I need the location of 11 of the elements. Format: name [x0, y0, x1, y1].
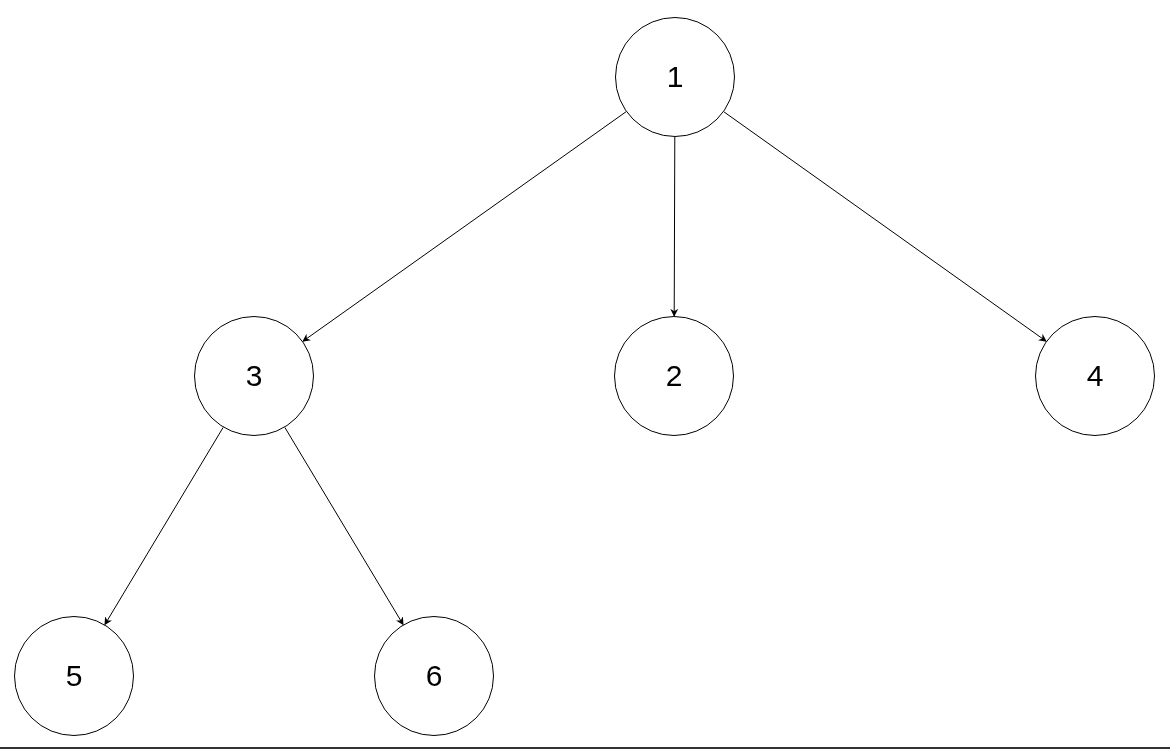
- arrow: [104, 426, 224, 626]
- arrow: [302, 111, 627, 342]
- arrow: [284, 426, 404, 626]
- node-number: 4: [1086, 359, 1104, 393]
- node-number: 2: [665, 359, 683, 393]
- node-number: 1: [666, 60, 684, 94]
- node-number: 3: [245, 359, 263, 393]
- arrow: [670, 136, 679, 317]
- arrow: [723, 111, 1047, 342]
- node-number: 5: [65, 659, 83, 693]
- node-number: 6: [425, 659, 443, 693]
